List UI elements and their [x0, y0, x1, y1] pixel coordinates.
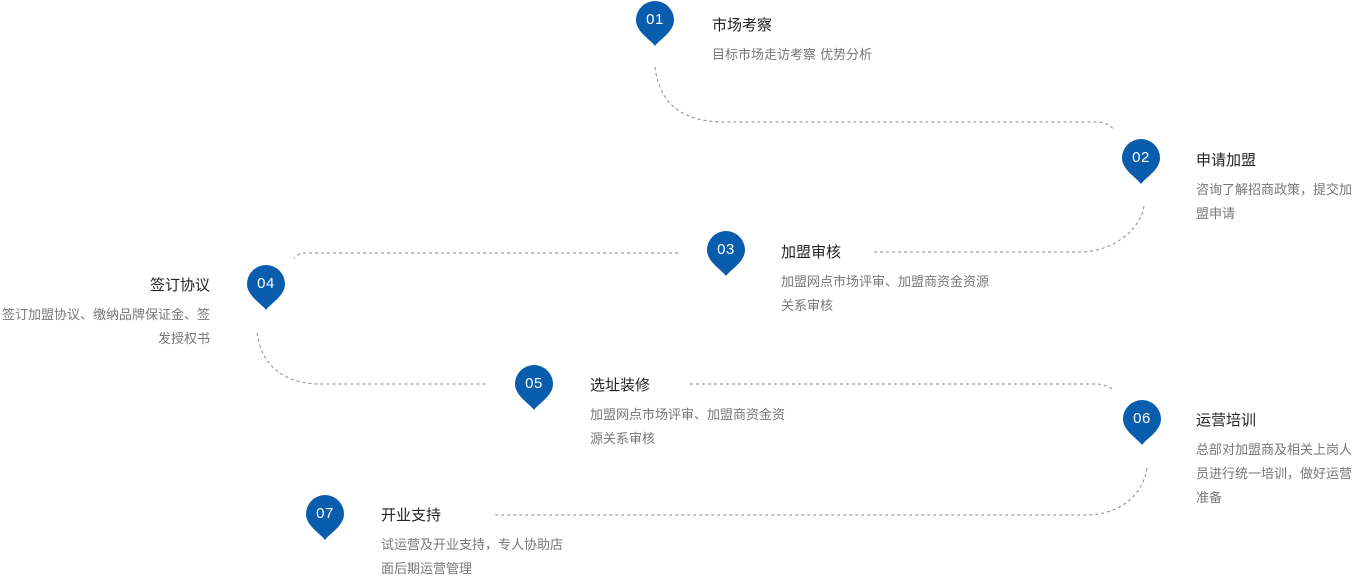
step-03-text: 加盟审核 加盟网点市场评审、加盟商资金资源关系审核: [781, 242, 996, 319]
step-title: 选址装修: [590, 376, 651, 394]
step-number: 07: [316, 505, 334, 522]
connector-01-02: [654, 66, 1115, 131]
step-number: 04: [257, 275, 275, 292]
step-07-marker: 07: [305, 495, 345, 541]
step-description: 总部对加盟商及相关上岗人员进行统一培训，做好运营准备: [1196, 443, 1353, 506]
step-05-text: 选址装修 加盟网点市场评审、加盟商资金资源关系审核: [590, 375, 790, 452]
step-06-text: 运营培训 总部对加盟商及相关上岗人员进行统一培训，做好运营准备: [1196, 410, 1363, 511]
step-02-marker: 02: [1121, 139, 1161, 185]
step-description: 签订加盟协议、缴纳品牌保证金、签发授权书: [1, 308, 210, 347]
step-title: 签订协议: [149, 276, 210, 294]
step-description: 加盟网点市场评审、加盟商资金资源关系审核: [590, 408, 786, 447]
step-description: 加盟网点市场评审、加盟商资金资源关系审核: [781, 275, 990, 314]
step-03-marker: 03: [706, 231, 746, 277]
step-01-marker: 01: [635, 1, 675, 47]
map-pin-icon: [636, 1, 674, 46]
step-number: 01: [646, 11, 664, 28]
connector-02-03: [872, 205, 1145, 253]
step-title: 加盟审核: [781, 243, 842, 261]
connector-04-05: [256, 332, 488, 385]
map-pin-icon: [247, 265, 285, 310]
map-pin-icon: [515, 365, 553, 410]
step-title: 运营培训: [1196, 411, 1257, 429]
step-05-marker: 05: [514, 365, 554, 411]
step-04-marker: 04: [246, 265, 286, 311]
step-number: 03: [717, 241, 735, 258]
step-title: 市场考察: [712, 16, 773, 34]
connector-03-04: [293, 252, 678, 259]
step-number: 06: [1133, 410, 1151, 427]
step-number: 02: [1132, 149, 1150, 166]
step-number: 05: [525, 375, 543, 392]
step-title: 申请加盟: [1196, 151, 1257, 169]
step-description: 目标市场走访考察 优势分析: [712, 48, 873, 63]
step-title: 开业支持: [381, 506, 442, 524]
connector-05-06: [690, 383, 1113, 390]
map-pin-icon: [1123, 400, 1161, 445]
step-description: 试运营及开业支持，专人协助店面后期运营管理: [381, 538, 564, 577]
step-07-text: 开业支持 试运营及开业支持，专人协助店面后期运营管理: [381, 505, 571, 582]
step-06-marker: 06: [1122, 400, 1162, 446]
connector-06-07: [495, 467, 1148, 516]
map-pin-icon: [1122, 139, 1160, 184]
step-01-text: 市场考察 目标市场走访考察 优势分析: [712, 15, 932, 68]
step-description: 咨询了解招商政策，提交加盟申请: [1196, 183, 1353, 222]
step-04-text: 签订协议 签订加盟协议、缴纳品牌保证金、签发授权书: [0, 275, 210, 352]
step-02-text: 申请加盟 咨询了解招商政策，提交加盟申请: [1196, 150, 1363, 227]
map-pin-icon: [306, 495, 344, 540]
map-pin-icon: [707, 231, 745, 276]
